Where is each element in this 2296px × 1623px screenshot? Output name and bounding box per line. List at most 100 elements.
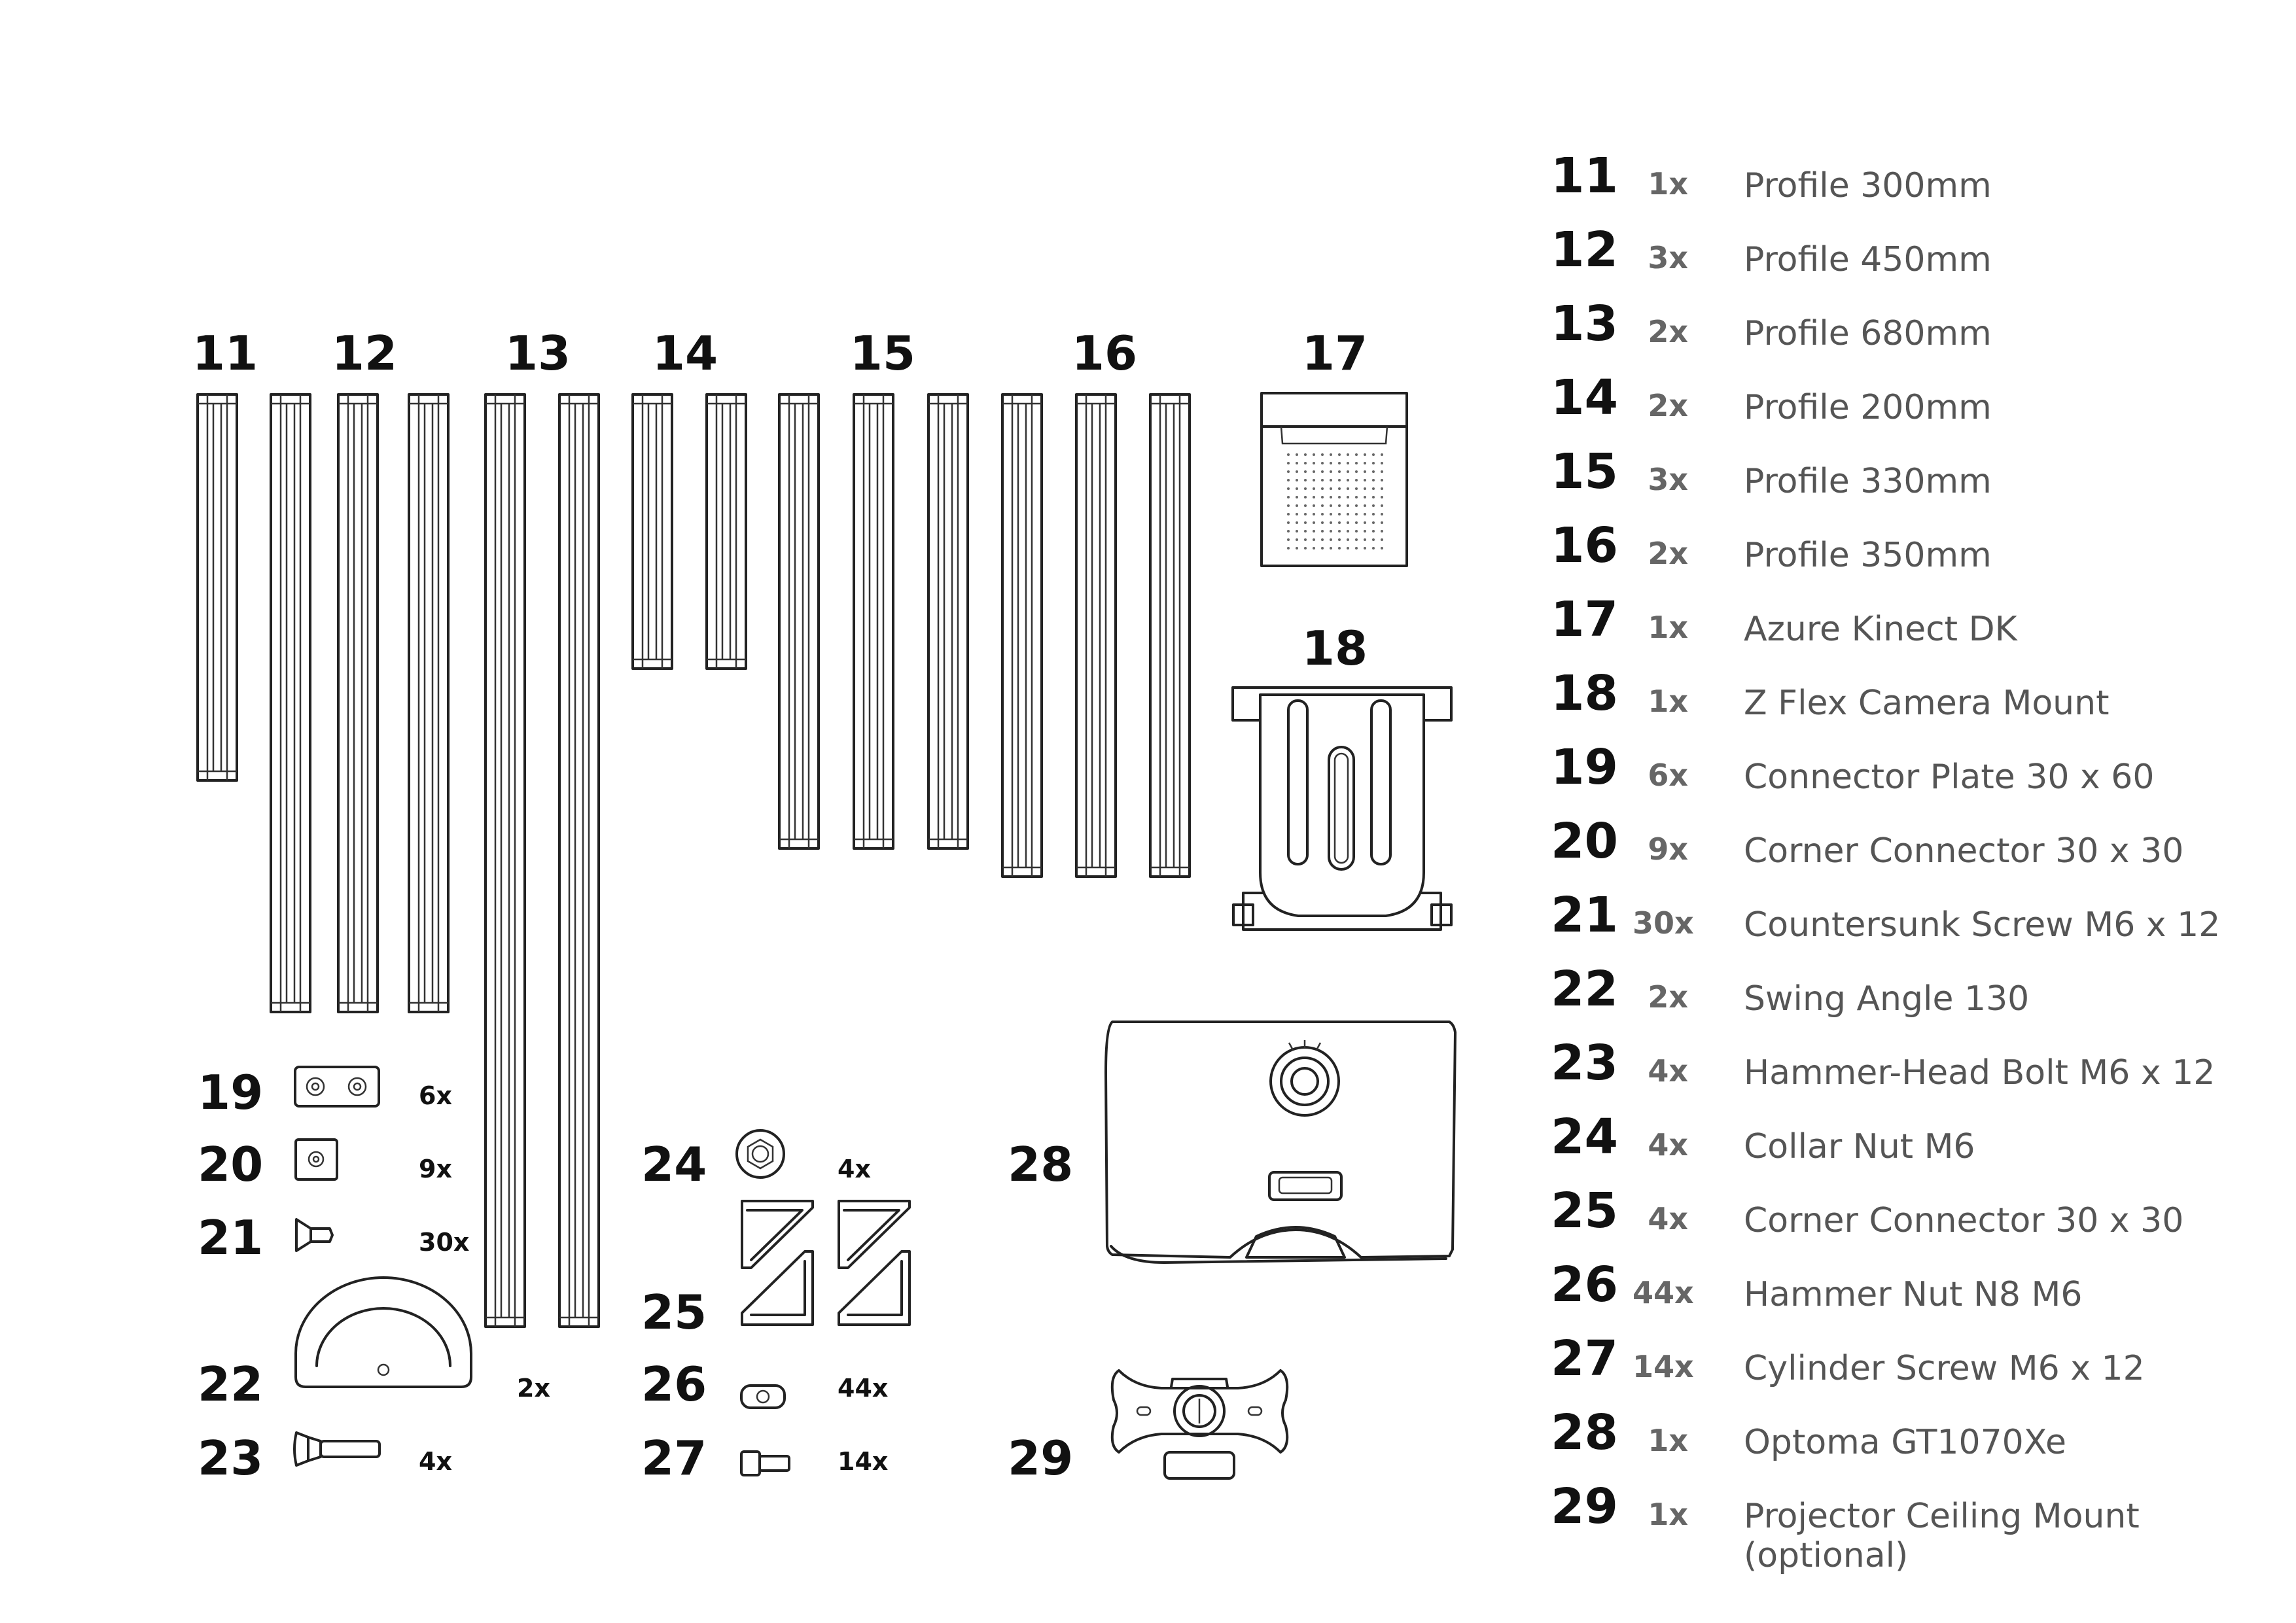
qty-label-26: 44x	[838, 1374, 888, 1403]
part-number: 14	[1551, 370, 1618, 426]
part-number: 18	[1551, 665, 1618, 722]
part-name: Corner Connector 30 x 30	[1744, 831, 2184, 871]
part-quantity: 1x	[1648, 610, 1688, 645]
part-label-29: 29	[1008, 1431, 1073, 1486]
part-number: 24	[1551, 1109, 1618, 1165]
part-label-26: 26	[641, 1357, 707, 1412]
part-quantity: 6x	[1648, 758, 1688, 793]
hammer-nut-icon	[740, 1384, 786, 1409]
part-number: 23	[1551, 1035, 1618, 1091]
part-name: Profile 350mm	[1744, 536, 1992, 575]
profile-bar	[705, 393, 747, 670]
part-number: 28	[1551, 1405, 1618, 1461]
part-name: Azure Kinect DK	[1744, 610, 2017, 649]
part-quantity: 1x	[1648, 166, 1688, 201]
profile-bar	[484, 393, 526, 1328]
part-name: Profile 300mm	[1744, 166, 1992, 205]
part-label-24: 24	[641, 1137, 707, 1192]
part-label-14: 14	[652, 326, 718, 381]
part-label-18: 18	[1302, 621, 1368, 676]
part-number: 25	[1551, 1183, 1618, 1239]
part-name: Cylinder Screw M6 x 12	[1744, 1349, 2145, 1388]
part-name: Countersunk Screw M6 x 12	[1744, 905, 2221, 945]
countersunk-screw-icon	[295, 1218, 334, 1252]
part-quantity: 2x	[1648, 388, 1688, 423]
part-name: Swing Angle 130	[1744, 979, 2030, 1019]
part-name: Hammer Nut N8 M6	[1744, 1275, 2083, 1314]
part-number: 22	[1551, 961, 1618, 1017]
part-number: 29	[1551, 1478, 1618, 1535]
part-quantity: 1x	[1648, 1423, 1688, 1458]
part-label-12: 12	[332, 326, 397, 381]
part-label-16: 16	[1072, 326, 1137, 381]
collar-nut-icon	[735, 1129, 785, 1179]
part-quantity: 30x	[1633, 905, 1694, 941]
profile-bar	[631, 393, 673, 670]
qty-label-20: 9x	[419, 1155, 452, 1183]
profile-bar	[270, 393, 311, 1013]
part-name: Hammer-Head Bolt M6 x 12	[1744, 1053, 2216, 1092]
part-label-15: 15	[850, 326, 915, 381]
profile-bar	[927, 393, 969, 850]
qty-label-23: 4x	[419, 1447, 452, 1476]
part-name: Profile 330mm	[1744, 462, 1992, 501]
qty-label-22: 2x	[517, 1374, 550, 1403]
swing-angle-icon	[294, 1276, 472, 1388]
part-quantity: 3x	[1648, 240, 1688, 275]
part-number: 19	[1551, 739, 1618, 795]
profile-bar	[1149, 393, 1191, 878]
part-row: 28 1x Optoma GT1070Xe	[1551, 1408, 2270, 1482]
part-name: Corner Connector 30 x 30	[1744, 1201, 2184, 1240]
hammer-head-bolt-icon	[293, 1431, 381, 1467]
cylinder-screw-icon	[740, 1450, 790, 1476]
part-label-20: 20	[198, 1137, 263, 1192]
part-name: Profile 200mm	[1744, 388, 1992, 427]
part-quantity: 1x	[1648, 684, 1688, 719]
profile-bar	[337, 393, 379, 1013]
profile-bar	[408, 393, 450, 1013]
profile-bar	[778, 393, 820, 850]
part-number: 11	[1551, 148, 1618, 204]
part-quantity: 2x	[1648, 314, 1688, 349]
part-name: Z Flex Camera Mount	[1744, 684, 2110, 723]
part-quantity: 3x	[1648, 462, 1688, 497]
part-label-27: 27	[641, 1431, 707, 1486]
part-quantity: 1x	[1648, 1497, 1688, 1532]
part-label-19: 19	[198, 1065, 263, 1120]
part-name: Profile 680mm	[1744, 314, 1992, 353]
profile-bar	[1075, 393, 1117, 878]
part-name: Optoma GT1070Xe	[1744, 1423, 2067, 1462]
part-label-17: 17	[1302, 326, 1368, 381]
part-quantity: 4x	[1648, 1127, 1688, 1162]
profile-bar	[1001, 393, 1043, 878]
profile-bar	[558, 393, 600, 1328]
azure-kinect-icon	[1260, 392, 1408, 567]
part-quantity: 4x	[1648, 1201, 1688, 1236]
profile-bar	[196, 393, 238, 782]
part-number: 26	[1551, 1257, 1618, 1313]
part-label-11: 11	[192, 326, 258, 381]
qty-label-19: 6x	[419, 1081, 452, 1110]
part-number: 20	[1551, 813, 1618, 869]
part-label-25: 25	[641, 1285, 707, 1340]
part-quantity: 4x	[1648, 1053, 1688, 1089]
part-number: 27	[1551, 1331, 1618, 1387]
camera-mount-icon	[1231, 686, 1453, 931]
part-label-23: 23	[198, 1431, 263, 1486]
part-quantity: 44x	[1633, 1275, 1694, 1310]
part-name: Connector Plate 30 x 60	[1744, 758, 2155, 797]
qty-label-21: 30x	[419, 1228, 469, 1257]
